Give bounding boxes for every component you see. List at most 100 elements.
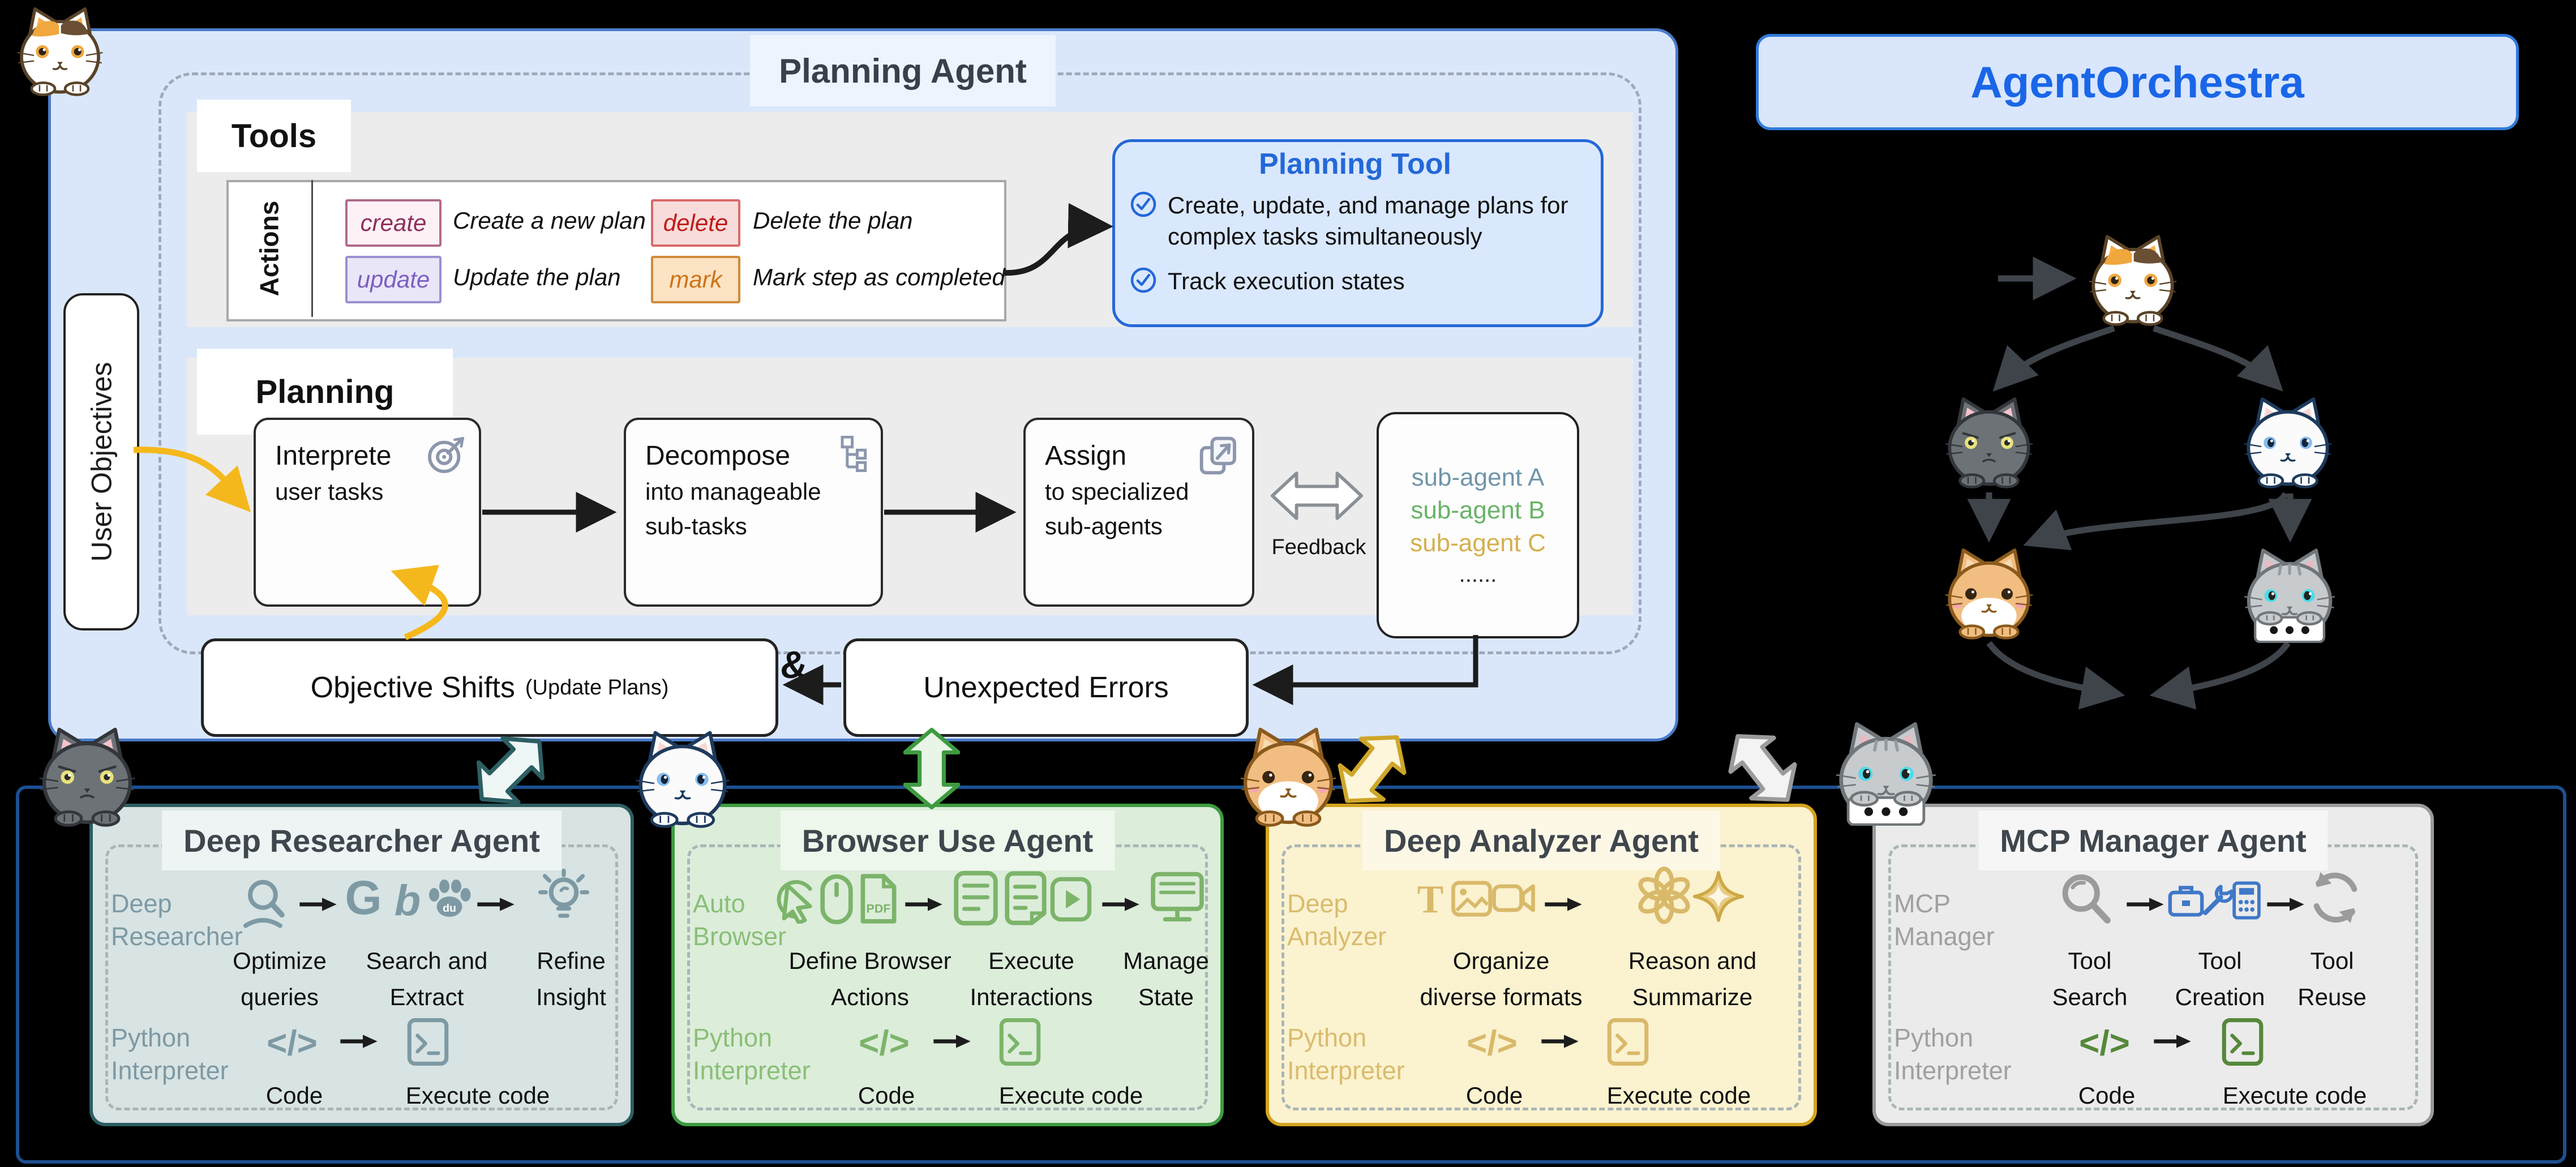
step-assign: Assign to specialized sub-agents [1023,418,1254,607]
network-gray-cat-icon [1940,393,2038,488]
network-white-cat-icon [2239,393,2337,488]
network-orange-cat-icon [1940,544,2038,640]
pdf-file-icon: PDF [859,873,898,925]
arrow-right-icon [1101,896,1141,912]
arrow-right-icon [2125,896,2165,912]
mcp-cat-icon [1831,718,1941,826]
arrow-right-icon [2152,1033,2193,1049]
browser-cat-icon [631,727,735,828]
feedback-double-arrow-icon [1270,464,1364,527]
mcp-link-arrow [1713,716,1812,820]
planning-tool-title: Planning Tool [1259,148,1451,181]
code-icon: </> [2079,1024,2130,1063]
subagent-list-box: sub-agent A sub-agent B sub-agent C ....… [1377,412,1579,638]
tools-label: Tools [197,100,351,172]
corner-calico-cat-icon [12,3,108,96]
google-icon: G [345,871,382,924]
baidu-paw-icon: du [427,876,472,924]
orchestrator-cat-icon [2084,231,2181,326]
arrow-right-icon [338,1033,379,1049]
monitor-icon [1150,872,1205,924]
hierarchy-icon [830,436,867,473]
planning-tool-box [1112,139,1604,327]
terminal-icon [999,1018,1041,1066]
researcher-cat-icon [34,723,140,827]
image-icon [1451,879,1493,918]
objective-shifts-box: Objective Shifts (Update Plans) [201,638,778,737]
check-circle-icon [1129,190,1158,252]
video-camera-icon [1491,881,1536,916]
list-card-icon [953,870,998,926]
deep-researcher-title: Deep Researcher Agent [162,810,562,870]
lightbulb-icon [537,867,591,925]
calculator-icon [2231,881,2262,920]
deep-analyzer-panel: Deep Analyzer Agent Deep Analyzer T Orga… [1266,804,1817,1126]
browser-link-arrow [903,726,960,812]
delete-action-desc: Delete the plan [753,207,913,234]
planning-tool-bullet-2: Track execution states [1129,266,1582,297]
step-decompose: Decompose into manageable sub-tasks [624,418,883,607]
analyzer-link-arrow [1323,718,1421,821]
user-objectives-box: User Objectives [63,293,139,630]
subagent-a: sub-agent A [1411,463,1545,491]
wrench-icon [2201,883,2235,918]
terminal-icon [2222,1018,2264,1066]
code-icon: </> [267,1024,318,1063]
text-format-icon: T [1417,878,1444,921]
create-action-desc: Create a new plan [453,207,646,234]
planning-tool-bullet-1: Create, update, and manage plans for com… [1129,190,1582,252]
user-objectives-label: User Objectives [85,362,118,562]
arrow-right-icon [932,1033,972,1049]
network-tabby-cat-icon [2239,544,2340,643]
gemini-star-icon [1692,870,1745,923]
mcp-manager-panel: MCP Manager Agent MCP Manager Tool Searc… [1872,804,2434,1126]
mouse-icon [819,874,854,925]
search-person-icon [238,875,289,929]
reuse-cycle-icon [2307,868,2364,927]
deep-analyzer-title: Deep Analyzer Agent [1362,810,1720,870]
video-card-icon [1050,876,1092,923]
magnifier-icon [2059,870,2113,927]
actions-column-label: Actions [226,180,313,317]
svg-text:PDF: PDF [867,902,891,916]
subagent-c: sub-agent C [1410,529,1546,557]
mark-action-desc: Mark step as completed [753,264,1005,290]
browser-use-panel: Browser Use Agent Auto Browser PDF [671,804,1224,1126]
bing-icon: b [394,877,421,925]
briefcase-icon [2167,883,2205,918]
subagent-ellipsis: ...... [1459,561,1497,587]
deep-researcher-panel: Deep Researcher Agent Deep Researcher G … [89,804,634,1126]
cursor-icon [771,875,816,924]
browser-use-title: Browser Use Agent [780,810,1115,870]
code-icon: </> [859,1024,910,1063]
feedback-label: Feedback [1271,535,1366,559]
arrow-right-icon [2266,896,2305,912]
arrow-right-icon [1540,1033,1580,1049]
openai-logo-icon [1635,866,1694,925]
mark-action-tag: mark [651,256,740,303]
subagent-b: sub-agent B [1411,496,1545,524]
researcher-link-arrow [459,719,562,822]
ampersand: & [780,643,808,687]
unexpected-errors-box: Unexpected Errors [843,638,1249,737]
planning-agent-title: Planning Agent [750,35,1056,106]
terminal-icon [1607,1018,1649,1066]
svg-text:du: du [443,902,456,915]
create-action-tag: create [345,199,442,247]
delete-action-tag: delete [651,199,740,247]
agentorchestra-title: AgentOrchestra [1970,57,2304,107]
mcp-manager-title: MCP Manager Agent [1978,810,2328,870]
analyzer-cat-icon [1235,723,1341,827]
check-circle-icon [1129,266,1158,297]
arrow-right-icon [904,896,944,912]
update-action-desc: Update the plan [453,264,621,290]
update-action-tag: update [345,256,442,303]
arrow-right-icon [475,896,516,912]
doc-card-icon [1004,870,1048,926]
agentorchestra-title-box: AgentOrchestra [1756,34,2519,130]
assign-external-icon [1199,436,1238,475]
arrow-right-icon [1543,896,1584,912]
target-icon [426,436,465,475]
terminal-icon [407,1018,449,1066]
